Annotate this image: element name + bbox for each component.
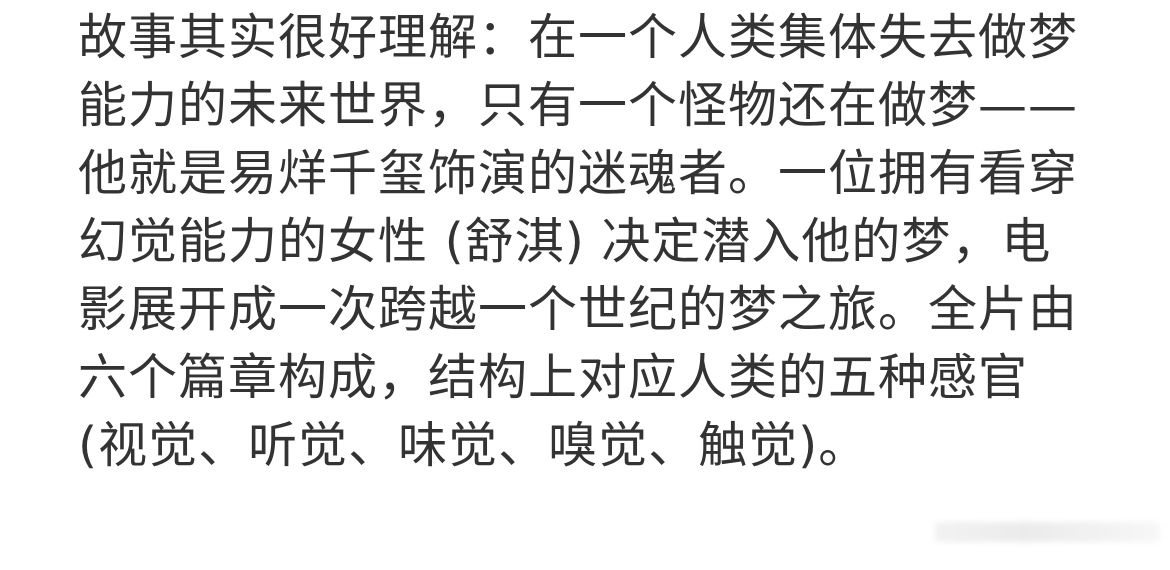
paragraph-line: 幻觉能力的女性 (舒淇) 决定潜入他的梦，电 [78,213,1052,270]
article-paragraph: 故事其实很好理解：在一个人类集体失去做梦 能力的未来世界，只有一个怪物还在做梦—… [78,4,1078,480]
paragraph-line: 影展开成一次跨越一个世纪的梦之旅。全片由 [78,281,1079,338]
paragraph-line: 六个篇章构成，结构上对应人类的五种感官 [78,349,1029,406]
paragraph-line: 他就是易烊千玺饰演的迷魂者。一位拥有看穿 [78,145,1079,202]
paragraph-line: 能力的未来世界，只有一个怪物还在做梦—— [78,77,1079,134]
blurred-watermark [935,522,1160,542]
paragraph-line: 故事其实很好理解：在一个人类集体失去做梦 [78,9,1079,66]
paragraph-line: (视觉、听觉、味觉、嗅觉、触觉)。 [78,417,869,474]
